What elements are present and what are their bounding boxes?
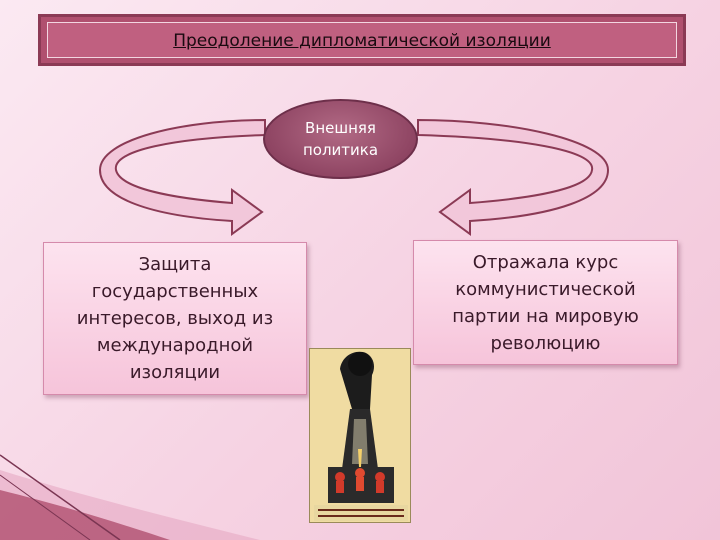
left-box-text: Защита государственных интересов, выход … [76, 254, 274, 383]
title-inner-panel: Преодоление дипломатической изоляции [47, 22, 677, 58]
poster-illustration [310, 349, 410, 522]
left-text-box: Защита государственных интересов, выход … [43, 242, 307, 395]
right-box-text: Отражала курс коммунистической партии на… [452, 251, 639, 354]
poster-caption-strip [314, 505, 408, 521]
title-bar: Преодоление дипломатической изоляции [38, 14, 686, 66]
left-curved-arrow [98, 118, 266, 236]
right-text-box: Отражала курс коммунистической партии на… [413, 240, 678, 365]
corner-decoration [0, 454, 260, 540]
poster-figures [335, 449, 385, 493]
center-oval-node: Внешняя политика [263, 99, 418, 179]
right-curved-arrow [417, 118, 610, 236]
center-oval-label: Внешняя политика [302, 119, 379, 159]
soviet-poster-image [309, 348, 411, 523]
poster-cannon-muzzle [348, 352, 372, 376]
page-title: Преодоление дипломатической изоляции [173, 31, 551, 51]
